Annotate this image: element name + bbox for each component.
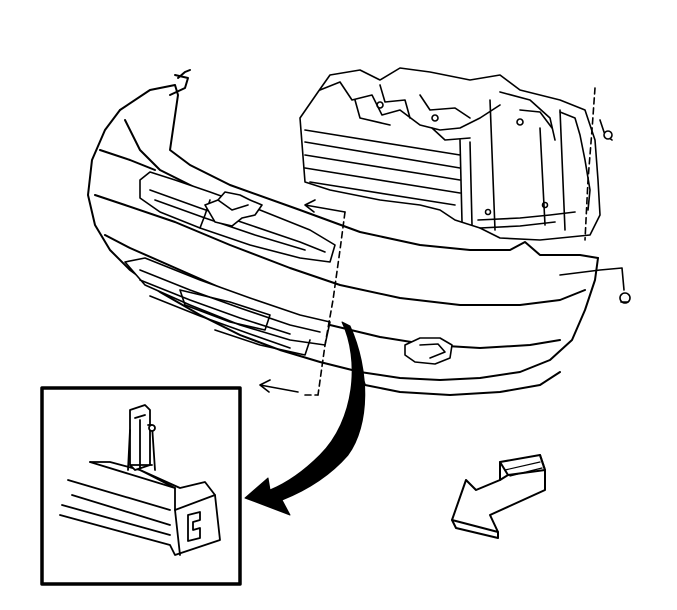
alignment-lines <box>304 87 596 396</box>
removal-arrows <box>259 199 346 393</box>
fog-lamp-opening <box>404 337 453 365</box>
radiator-support <box>299 67 601 241</box>
vehicle-front-arrow <box>451 454 546 539</box>
lower-grille <box>124 257 331 356</box>
retainer-clip-detail <box>40 386 242 586</box>
fastener-bolt <box>559 119 631 304</box>
arrow-upper <box>304 199 346 213</box>
bowtie-emblem <box>204 191 263 227</box>
curved-callout-arrow <box>244 321 366 516</box>
arrow-lower <box>259 379 299 393</box>
